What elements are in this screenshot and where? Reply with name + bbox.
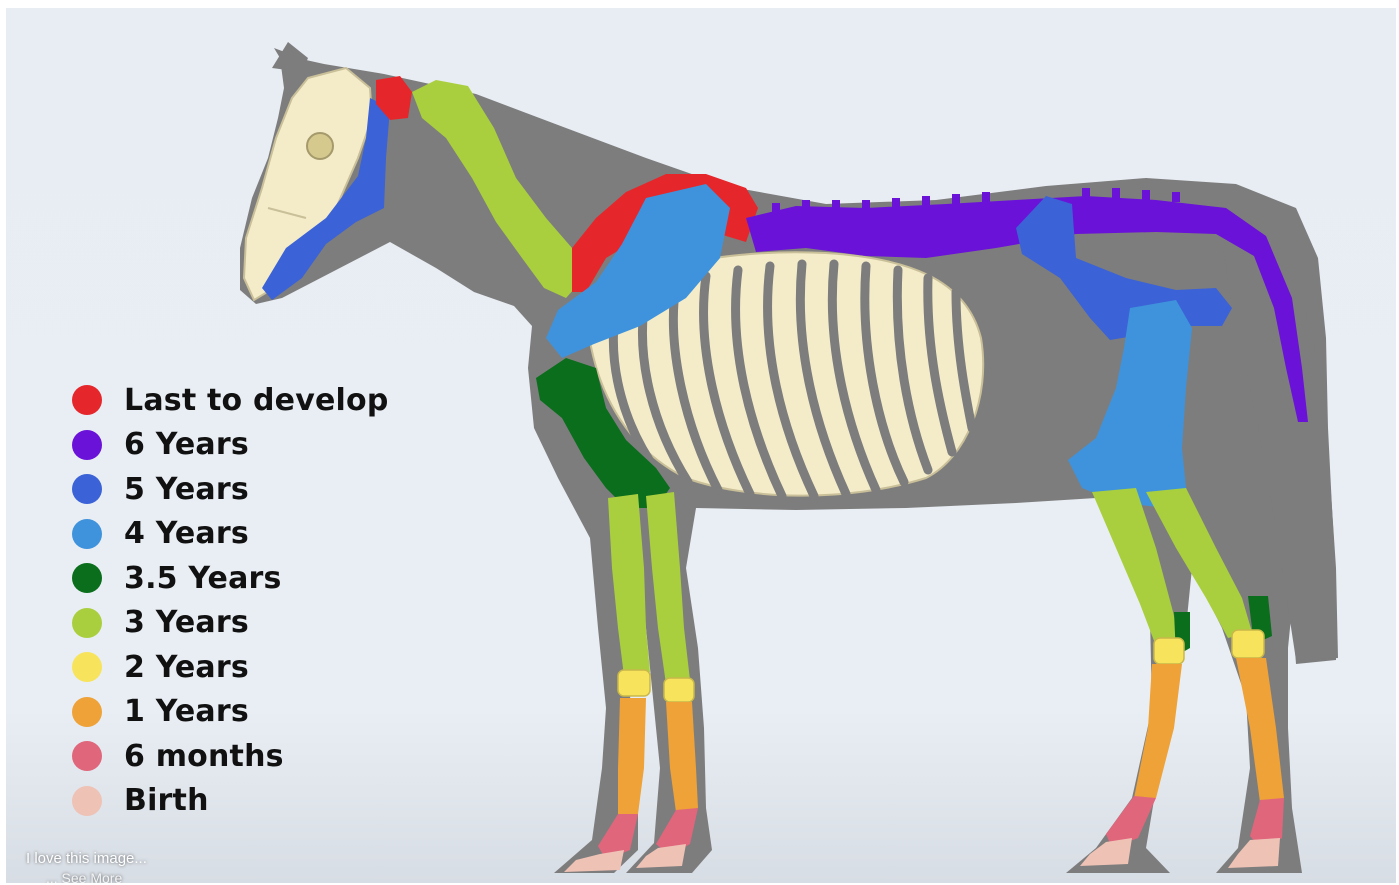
legend: Last to develop 6 Years 5 Years 4 Years … (72, 378, 389, 823)
legend-label: 3 Years (124, 605, 249, 640)
legend-label: Last to develop (124, 383, 389, 418)
diagram-stage: Last to develop 6 Years 5 Years 4 Years … (6, 8, 1396, 883)
legend-label: Birth (124, 783, 209, 818)
legend-label: 4 Years (124, 516, 249, 551)
peach-dot-icon (72, 786, 102, 816)
legend-item: 3.5 Years (72, 556, 389, 601)
dark-green-dot-icon (72, 563, 102, 593)
hind-cannon-left (1134, 664, 1182, 798)
legend-item: 6 Years (72, 423, 389, 468)
legend-item: 4 Years (72, 512, 389, 557)
legend-label: 1 Years (124, 694, 249, 729)
legend-label: 2 Years (124, 650, 249, 685)
pink-dot-icon (72, 741, 102, 771)
legend-item: 5 Years (72, 467, 389, 512)
post-caption: I love this image... (26, 850, 147, 867)
legend-item: Last to develop (72, 378, 389, 423)
lime-dot-icon (72, 608, 102, 638)
legend-label: 5 Years (124, 472, 249, 507)
legend-item: 2 Years (72, 645, 389, 690)
legend-label: 3.5 Years (124, 561, 282, 596)
orange-dot-icon (72, 697, 102, 727)
red-dot-icon (72, 385, 102, 415)
legend-item: 3 Years (72, 601, 389, 646)
horse-ears (272, 42, 308, 72)
fore-cannon-left (618, 698, 646, 816)
legend-item: 1 Years (72, 690, 389, 735)
light-blue-dot-icon (72, 519, 102, 549)
hind-hoof-left (1080, 838, 1132, 866)
blue-dot-icon (72, 474, 102, 504)
legend-label: 6 Years (124, 427, 249, 462)
yellow-dot-icon (72, 652, 102, 682)
purple-dot-icon (72, 430, 102, 460)
see-more-link[interactable]: ... See More (46, 870, 122, 883)
legend-label: 6 months (124, 739, 284, 774)
legend-item: 6 months (72, 734, 389, 779)
legend-item: Birth (72, 779, 389, 824)
